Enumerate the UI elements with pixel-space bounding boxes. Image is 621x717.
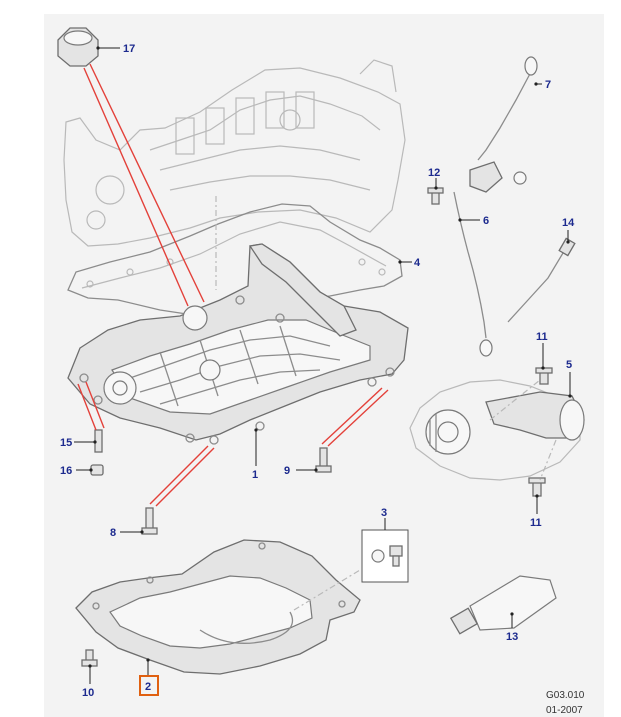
callout-11-lower[interactable]: 11	[530, 517, 542, 529]
callout-8[interactable]: 8	[110, 527, 116, 539]
red-connection-lines	[77, 63, 389, 507]
oil-pump-assembly-5	[409, 379, 585, 481]
callout-4[interactable]: 4	[414, 257, 421, 269]
callout-1[interactable]: 1	[252, 469, 258, 481]
assembly-guides	[215, 196, 557, 611]
callout-12[interactable]: 12	[428, 167, 440, 179]
leader-lines	[74, 46, 572, 684]
callouts: 17 7 12 6 14 4 11 5 15 16 1 9 11 3 8 13 …	[60, 43, 575, 699]
callout-3[interactable]: 3	[381, 507, 387, 519]
sealant-tube-13	[449, 575, 557, 635]
lower-oil-pan-2	[75, 539, 361, 675]
highlight-box-callout-2	[139, 675, 159, 696]
callout-14[interactable]: 14	[562, 217, 575, 229]
nut-16	[90, 464, 104, 476]
oil-level-sensor-14	[507, 237, 576, 323]
callout-5[interactable]: 5	[566, 359, 572, 371]
callout-9[interactable]: 9	[284, 465, 290, 477]
reference-date-text: 01-2007	[546, 705, 583, 716]
dipstick-7	[477, 56, 538, 161]
reference-code: G03.010 01-2007	[546, 690, 585, 716]
callout-16[interactable]: 16	[60, 465, 72, 477]
drain-plug-kit-3	[361, 529, 409, 583]
callout-15[interactable]: 15	[60, 437, 72, 449]
engine-block-outline	[63, 59, 406, 247]
callout-17[interactable]: 17	[123, 43, 135, 55]
callout-6[interactable]: 6	[483, 215, 489, 227]
dipstick-tube-6	[453, 161, 527, 357]
callout-2[interactable]: 2	[145, 681, 151, 693]
reference-code-text: G03.010	[546, 690, 585, 701]
callout-10[interactable]: 10	[82, 687, 94, 699]
callout-11-upper[interactable]: 11	[536, 331, 548, 343]
oil-filler-cap-17	[57, 27, 99, 67]
upper-oil-pan-1	[67, 243, 409, 445]
callout-13[interactable]: 13	[506, 631, 518, 643]
callout-7[interactable]: 7	[545, 79, 551, 91]
